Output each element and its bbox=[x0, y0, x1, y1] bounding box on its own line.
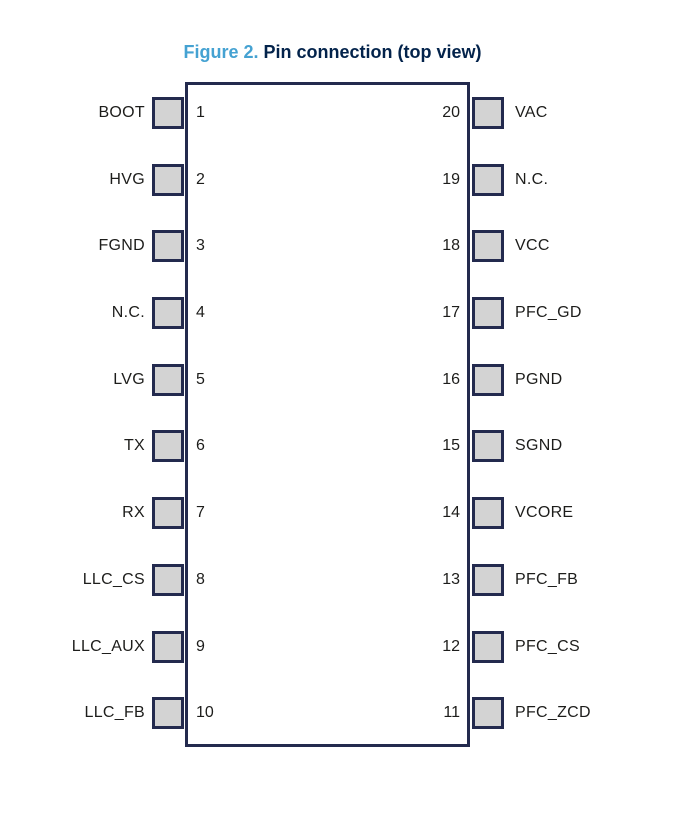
pin-label: TX bbox=[123, 437, 145, 454]
pin-label: BOOT bbox=[98, 104, 145, 121]
pin-label: RX bbox=[122, 504, 145, 521]
pin-label: PGND bbox=[515, 371, 563, 388]
pin-label: PFC_ZCD bbox=[515, 704, 591, 721]
pin-row-6: TX 6 bbox=[0, 430, 230, 462]
pin-pad bbox=[152, 230, 184, 262]
pin-label: N.C. bbox=[111, 304, 145, 321]
pin-number: 13 bbox=[442, 571, 460, 588]
pin-row-9: LLC_AUX 9 bbox=[0, 631, 230, 663]
pin-label: N.C. bbox=[515, 171, 549, 188]
pin-number: 2 bbox=[196, 171, 205, 188]
pin-number: 8 bbox=[196, 571, 205, 588]
pin-row-8: LLC_CS 8 bbox=[0, 564, 230, 596]
pin-label: VCC bbox=[515, 237, 550, 254]
figure-caption: Pin connection (top view) bbox=[263, 42, 482, 62]
pin-number: 11 bbox=[443, 704, 460, 721]
pin-number: 18 bbox=[442, 237, 460, 254]
pin-pad bbox=[472, 97, 504, 129]
ic-package-body bbox=[185, 82, 470, 747]
pin-label: LLC_AUX bbox=[71, 638, 145, 655]
pin-pad bbox=[472, 497, 504, 529]
figure-title: Figure 2. Pin connection (top view) bbox=[0, 41, 665, 63]
pin-row-1: BOOT 1 bbox=[0, 97, 230, 129]
pin-pad bbox=[472, 364, 504, 396]
pin-pad bbox=[152, 164, 184, 196]
pin-label: FGND bbox=[98, 237, 145, 254]
pin-row-11: 11 PFC_ZCD bbox=[432, 697, 697, 729]
pin-pad bbox=[152, 364, 184, 396]
pin-number: 3 bbox=[196, 237, 205, 254]
pin-pad bbox=[152, 497, 184, 529]
pin-pad bbox=[152, 297, 184, 329]
pin-label: VAC bbox=[515, 104, 548, 121]
pin-row-2: HVG 2 bbox=[0, 164, 230, 196]
pin-label: PFC_GD bbox=[515, 304, 582, 321]
pin-label: LLC_CS bbox=[82, 571, 145, 588]
pin-row-15: 15 SGND bbox=[432, 430, 697, 462]
pin-number: 12 bbox=[442, 638, 460, 655]
pin-label: SGND bbox=[515, 437, 563, 454]
pin-row-13: 13 PFC_FB bbox=[432, 564, 697, 596]
pin-row-16: 16 PGND bbox=[432, 364, 697, 396]
pin-number: 20 bbox=[442, 104, 460, 121]
pin-pad bbox=[152, 564, 184, 596]
pin-number: 10 bbox=[196, 704, 214, 721]
pin-pad bbox=[472, 430, 504, 462]
pin-number: 4 bbox=[196, 304, 205, 321]
pin-label: HVG bbox=[109, 171, 145, 188]
pin-row-20: 20 VAC bbox=[432, 97, 697, 129]
pin-pad bbox=[472, 697, 504, 729]
pin-pad bbox=[472, 230, 504, 262]
pin-pad bbox=[152, 697, 184, 729]
pin-row-3: FGND 3 bbox=[0, 230, 230, 262]
pin-row-12: 12 PFC_CS bbox=[432, 631, 697, 663]
pin-label: PFC_CS bbox=[515, 638, 580, 655]
pin-number: 7 bbox=[196, 504, 205, 521]
pin-number: 14 bbox=[442, 504, 460, 521]
pin-row-18: 18 VCC bbox=[432, 230, 697, 262]
pin-number: 6 bbox=[196, 437, 205, 454]
pin-row-14: 14 VCORE bbox=[432, 497, 697, 529]
pin-label: PFC_FB bbox=[515, 571, 579, 588]
pin-pad bbox=[152, 97, 184, 129]
pin-label: VCORE bbox=[515, 504, 574, 521]
pin-number: 9 bbox=[196, 638, 205, 655]
figure-number: Figure 2. bbox=[183, 42, 259, 62]
pin-pad bbox=[472, 164, 504, 196]
pin-number: 1 bbox=[196, 104, 205, 121]
pin-row-10: LLC_FB 10 bbox=[0, 697, 230, 729]
pin-label: LLC_FB bbox=[84, 704, 145, 721]
pin-pad bbox=[472, 631, 504, 663]
pin-pad bbox=[152, 430, 184, 462]
pin-row-4: N.C. 4 bbox=[0, 297, 230, 329]
pin-row-7: RX 7 bbox=[0, 497, 230, 529]
pin-pad bbox=[152, 631, 184, 663]
pin-number: 15 bbox=[442, 437, 460, 454]
pin-label: LVG bbox=[113, 371, 145, 388]
pin-number: 19 bbox=[442, 171, 460, 188]
pin-number: 17 bbox=[442, 304, 460, 321]
pin-row-19: 19 N.C. bbox=[432, 164, 697, 196]
pin-row-5: LVG 5 bbox=[0, 364, 230, 396]
pin-number: 5 bbox=[196, 371, 205, 388]
pin-pad bbox=[472, 297, 504, 329]
pin-row-17: 17 PFC_GD bbox=[432, 297, 697, 329]
pin-number: 16 bbox=[442, 371, 460, 388]
pin-pad bbox=[472, 564, 504, 596]
